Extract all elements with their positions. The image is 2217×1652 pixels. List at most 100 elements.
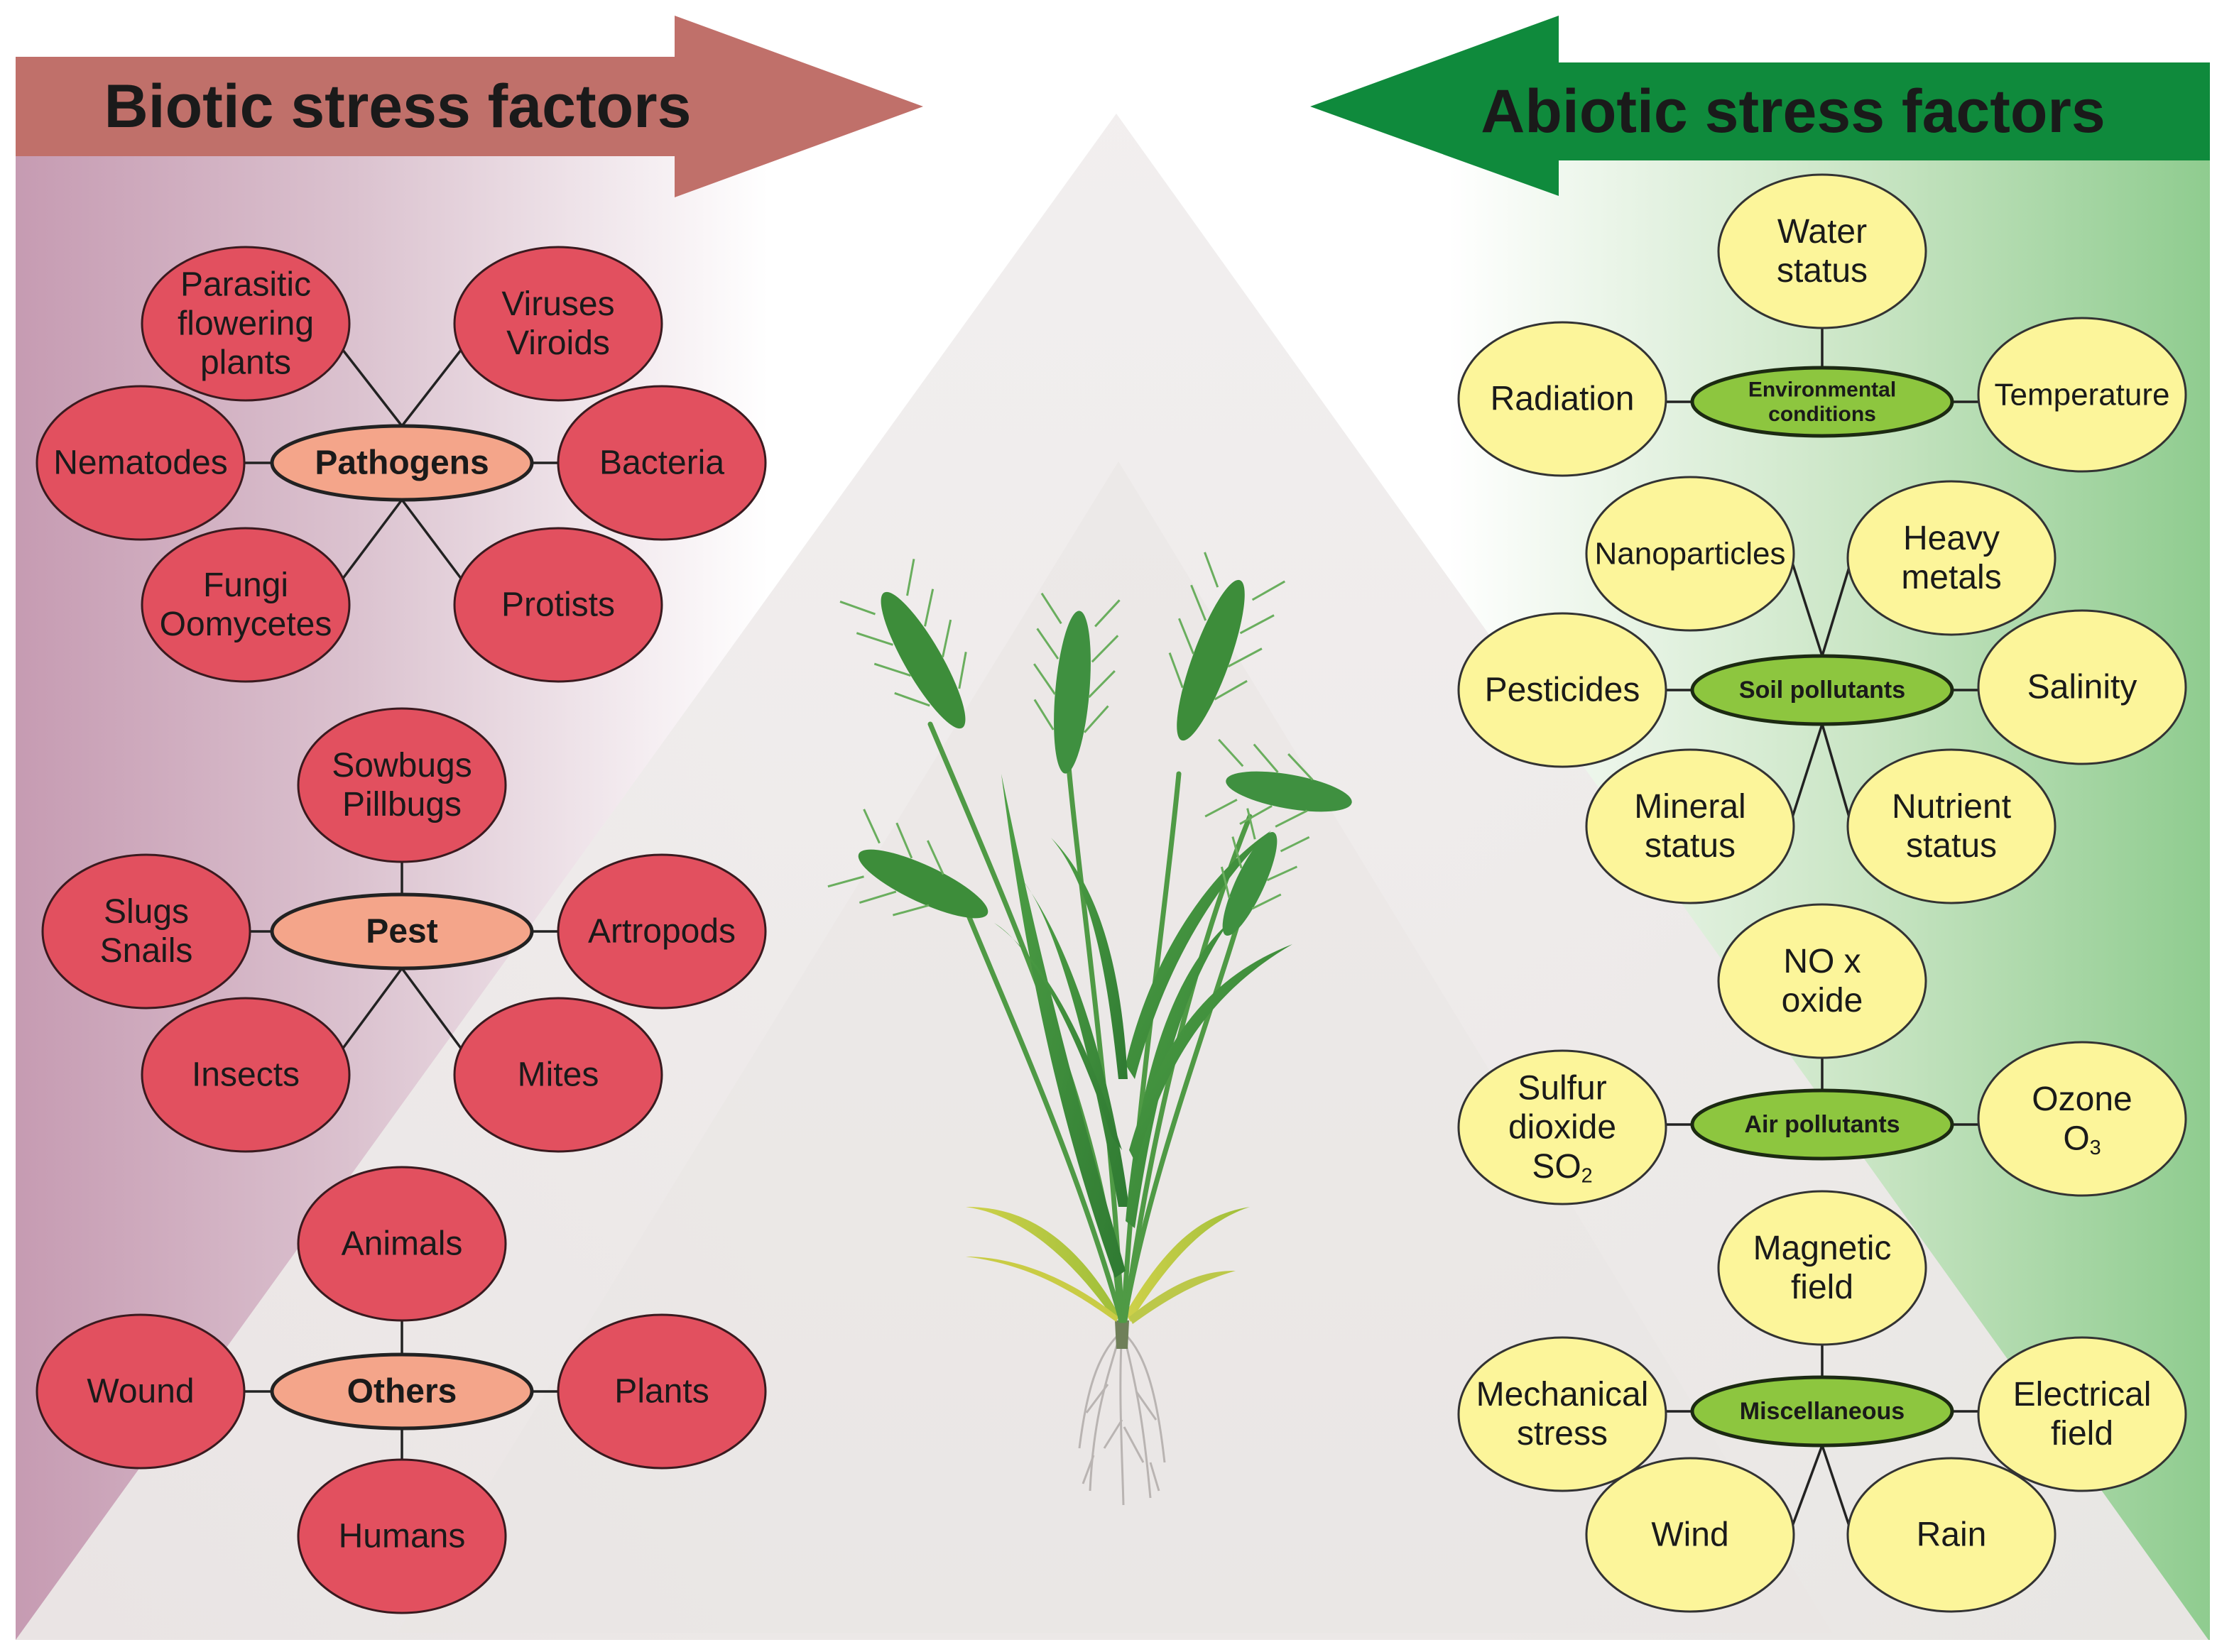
node-label: Heavy <box>1903 520 2000 557</box>
node-label: status <box>1906 827 1997 865</box>
wheat-plant-icon <box>827 552 1352 1506</box>
node-label: Viroids <box>506 324 610 362</box>
node-label: Environmental <box>1748 378 1896 401</box>
abiotic-node-shape <box>1585 476 1795 632</box>
biotic-hub-label: Pest <box>366 913 437 951</box>
biotic-node-shape <box>141 527 351 683</box>
biotic-node-shape <box>297 707 507 863</box>
abiotic-node-shape <box>1717 903 1927 1059</box>
biotic-node-shape <box>36 1313 246 1470</box>
node-label: Water <box>1777 213 1867 251</box>
biotic-node-plants: Plants <box>557 1313 767 1470</box>
node-label: Artropods <box>588 913 736 951</box>
node-label: Salinity <box>2027 669 2137 706</box>
node-label: Viruses <box>501 285 614 323</box>
node-label: Nanoparticles <box>1594 537 1785 571</box>
node-label: Air pollutants <box>1744 1111 1900 1138</box>
biotic-node-shape <box>453 997 663 1153</box>
biotic-hub-pest: Pest <box>270 892 534 970</box>
node-label: flowering <box>178 305 314 343</box>
biotic-hub-label: Pathogens <box>315 444 489 482</box>
biotic-hub-shape <box>270 424 534 502</box>
abiotic-node-shape <box>1457 1336 1667 1492</box>
biotic-group-pathogens: ParasiticfloweringplantsVirusesViroidsNe… <box>36 246 767 683</box>
node-label: Nutrient <box>1892 788 2011 826</box>
base-stem <box>1115 1320 1129 1349</box>
node-label: Pesticides <box>1485 672 1640 709</box>
node-label: Mechanical <box>1476 1376 1649 1413</box>
abiotic-node-shape <box>1846 748 2057 904</box>
abiotic-hub-shape <box>1690 366 1954 438</box>
abiotic-node-shape <box>1585 1457 1795 1613</box>
node-label: stress <box>1517 1415 1608 1453</box>
node-label: Wound <box>87 1373 194 1411</box>
node-label: Animals <box>342 1225 463 1263</box>
biotic-hub-shape <box>270 1352 534 1431</box>
connector-line <box>1790 723 1824 820</box>
abiotic-node-shape <box>1977 609 2187 765</box>
biotic-hub-others: Others <box>270 1352 534 1431</box>
node-label: Snails <box>100 932 193 970</box>
biotic-node-shape <box>297 1458 507 1614</box>
biotic-node-shape <box>557 1313 767 1470</box>
node-label: Electrical <box>2013 1376 2152 1413</box>
abiotic-node-shape <box>1977 317 2187 473</box>
node-label: Soil pollutants <box>1739 677 1905 704</box>
abiotic-hub-soil: Soil pollutants <box>1690 654 1954 726</box>
connector-line <box>401 498 466 585</box>
wheat-ear <box>827 809 988 919</box>
abiotic-node-shape <box>1717 1190 1927 1346</box>
node-label: O3 <box>2063 1120 2101 1159</box>
node-label: Mineral <box>1634 788 1745 826</box>
biotic-node-humans: Humans <box>297 1458 507 1614</box>
biotic-node-shape <box>557 853 767 1010</box>
abiotic-node-wind: Wind <box>1585 1457 1795 1613</box>
node-label: Slugs <box>104 893 189 931</box>
diagram-nodes: ParasiticfloweringplantsVirusesViroidsNe… <box>36 173 2187 1614</box>
node-label: NO x <box>1783 943 1861 980</box>
biotic-hub-shape <box>270 892 534 970</box>
node-label: Fungi <box>203 567 288 604</box>
biotic-node-bacteria: Bacteria <box>557 385 767 541</box>
node-label: Oomycetes <box>160 606 332 643</box>
biotic-arrow-shape <box>16 16 923 197</box>
node-label: SO2 <box>1532 1148 1592 1188</box>
node-label: Sulfur <box>1518 1069 1606 1107</box>
abiotic-node-shape <box>1457 612 1667 768</box>
node-label: field <box>2051 1415 2113 1453</box>
connector-line <box>338 344 403 427</box>
abiotic-hub-air: Air pollutants <box>1690 1088 1954 1161</box>
abiotic-node-pesticides: Pesticides <box>1457 612 1667 768</box>
node-label: Rain <box>1917 1516 1987 1554</box>
biotic-node-shape <box>36 385 246 541</box>
abiotic-hub-shape <box>1690 654 1954 726</box>
abiotic-node-salinity: Salinity <box>1977 609 2187 765</box>
node-label: Protists <box>501 586 615 624</box>
biotic-title: Biotic stress factors <box>104 72 692 141</box>
node-label: Humans <box>339 1518 466 1555</box>
node-label: Insects <box>192 1056 300 1094</box>
node-label: metals <box>1901 559 2001 596</box>
biotic-hub-pathogens: Pathogens <box>270 424 534 502</box>
connector-line <box>337 967 403 1055</box>
node-label: dioxide <box>1508 1109 1616 1147</box>
biotic-hub-label: Others <box>347 1373 457 1411</box>
node-label: Bacteria <box>599 444 724 482</box>
connector-line <box>1790 1445 1824 1528</box>
wheat-ear <box>1168 552 1286 741</box>
connector-lines <box>244 328 1978 1528</box>
abiotic-node-temperature: Temperature <box>1977 317 2187 473</box>
abiotic-node-shape <box>1977 1041 2187 1197</box>
node-label: Pillbugs <box>342 786 462 824</box>
